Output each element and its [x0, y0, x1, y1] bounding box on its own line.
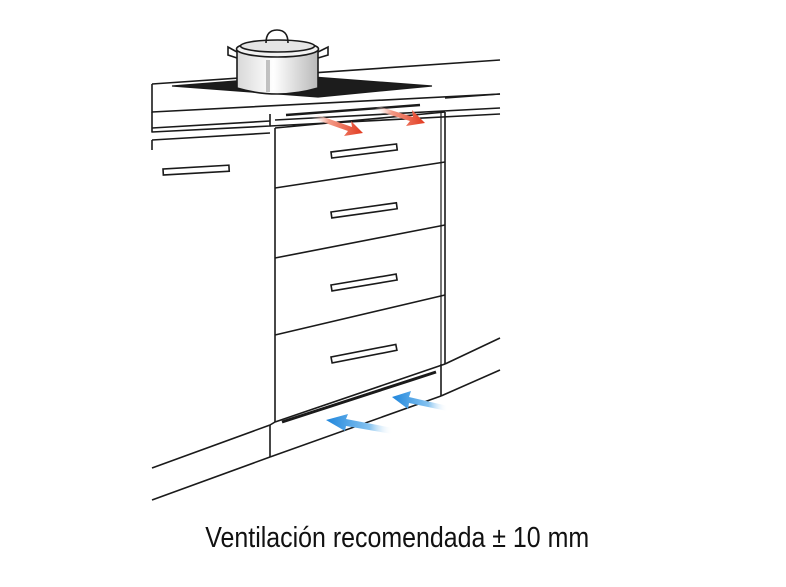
hot-air-arrow-icon: [311, 106, 425, 136]
cold-air-arrow-icon: [326, 391, 448, 434]
left-cabinet: [151, 132, 271, 501]
right-cabinet: [440, 93, 501, 397]
drawer-1-handle: [330, 143, 399, 159]
ventilation-caption: Ventilación recomendada ± 10 mm: [205, 522, 590, 554]
drawer-appliance: [274, 103, 446, 423]
drawer-3-handle: [330, 273, 399, 292]
drawer-4-handle: [330, 343, 398, 364]
cooking-pot-icon: [227, 29, 329, 95]
drawer-handles: [330, 143, 399, 364]
left-cabinet-handle: [162, 164, 231, 176]
drawer-2-handle: [330, 201, 399, 219]
